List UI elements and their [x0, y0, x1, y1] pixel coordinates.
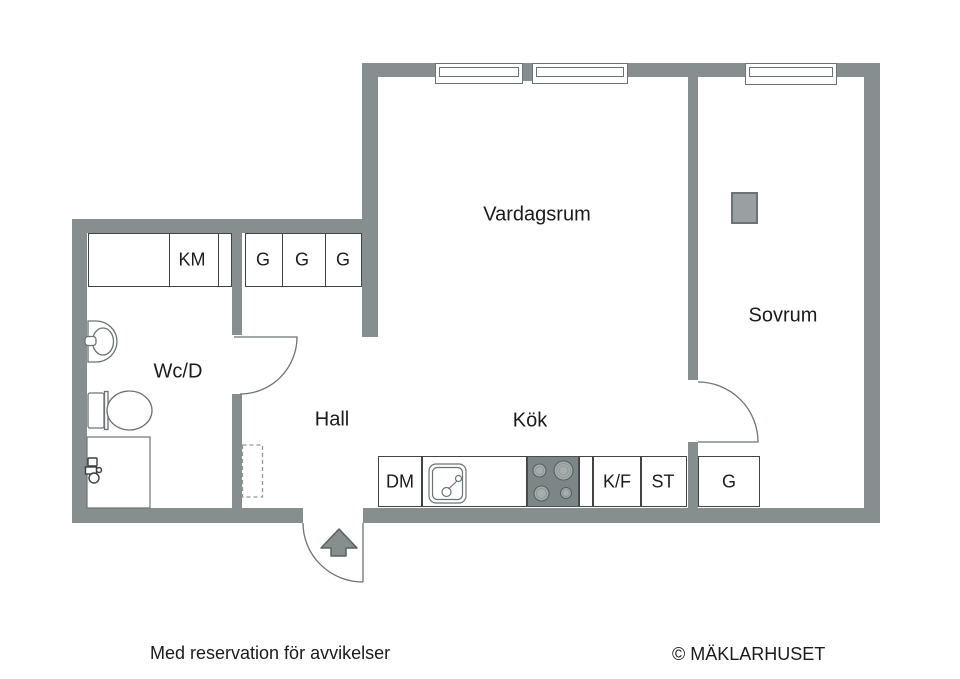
shower-mixer-icon — [84, 457, 103, 484]
vent-shaft-icon — [731, 192, 758, 224]
door-swing-wcd-icon — [234, 336, 298, 395]
closet-bedroom — [698, 456, 760, 507]
kitchen-label-st: ST — [651, 471, 675, 492]
wall-right-exterior — [864, 63, 880, 523]
kitchen-label-kf: K/F — [602, 471, 632, 492]
window-pane — [749, 67, 833, 77]
wall-bedroom-lower — [688, 442, 698, 508]
closet-label-g: G — [255, 249, 271, 270]
wall-wcd-upper — [232, 233, 242, 335]
kitchen-tall-cabinet — [641, 456, 687, 507]
closet-divider — [325, 234, 326, 286]
wall-left-exterior — [72, 219, 87, 523]
kitchen-label-dm: DM — [386, 471, 414, 492]
closet-hall-row — [245, 233, 362, 287]
room-label-wcd: Wc/D — [153, 360, 203, 383]
closet-divider — [169, 234, 170, 286]
window-pane — [536, 67, 624, 77]
kitchen-sink-cabinet — [422, 456, 527, 507]
copyright-text: © MÄKLARHUSET — [672, 644, 826, 664]
closet-divider — [218, 234, 219, 286]
wall-window-pier — [523, 63, 532, 81]
closet-wcd-row — [88, 233, 232, 287]
toilet-icon — [87, 390, 153, 431]
wall-bottom-left — [72, 508, 303, 523]
wardrobe-dashed-outline — [241, 444, 264, 498]
closet-label-g-bedroom: G — [721, 471, 737, 492]
entrance-arrow-icon — [320, 528, 358, 557]
wall-top-lower-section — [72, 219, 378, 233]
window-pane — [439, 67, 519, 77]
wall-bedroom-upper — [688, 77, 698, 380]
room-label-sovrum: Sovrum — [748, 304, 818, 327]
wall-hall-vardagsrum — [362, 63, 378, 337]
closet-label-km: KM — [178, 249, 206, 270]
room-label-vardagsrum: Vardagsrum — [483, 203, 591, 226]
shower-icon — [84, 436, 151, 509]
disclaimer-text: Med reservation för avvikelser — [150, 643, 391, 663]
kitchen-counter-strip — [579, 456, 593, 507]
room-label-hall: Hall — [314, 408, 350, 431]
closet-divider — [282, 234, 283, 286]
window-icon — [435, 63, 523, 84]
wall-bottom-right — [363, 508, 880, 523]
door-swing-bedroom-icon — [697, 381, 759, 443]
closet-label-g: G — [335, 249, 351, 270]
window-icon — [745, 63, 837, 85]
room-label-kok: Kök — [512, 409, 548, 432]
door-swing-entrance-icon — [302, 522, 364, 583]
closet-label-g: G — [294, 249, 310, 270]
window-icon — [532, 63, 628, 84]
kitchen-fridge-freezer — [593, 456, 641, 507]
kitchen-dishwasher — [378, 456, 422, 507]
stove-icon — [527, 456, 579, 507]
wall-wcd-lower — [232, 394, 242, 508]
bathroom-sink-icon — [84, 320, 118, 363]
